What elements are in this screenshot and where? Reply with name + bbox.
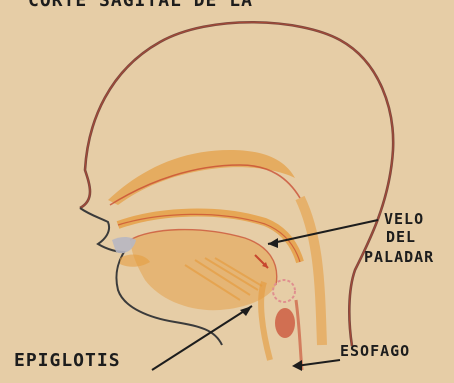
label-esofago: ESOFAGO [340, 342, 410, 360]
label-velo: VELO [384, 210, 424, 228]
esophagus-bulb [275, 308, 295, 338]
label-del: DEL [386, 228, 416, 246]
label-paladar: PALADAR [364, 248, 434, 266]
heading-partial: CORTE SAGITAL DE LA [28, 0, 253, 11]
label-epiglotis: EPIGLOTIS [14, 350, 121, 371]
